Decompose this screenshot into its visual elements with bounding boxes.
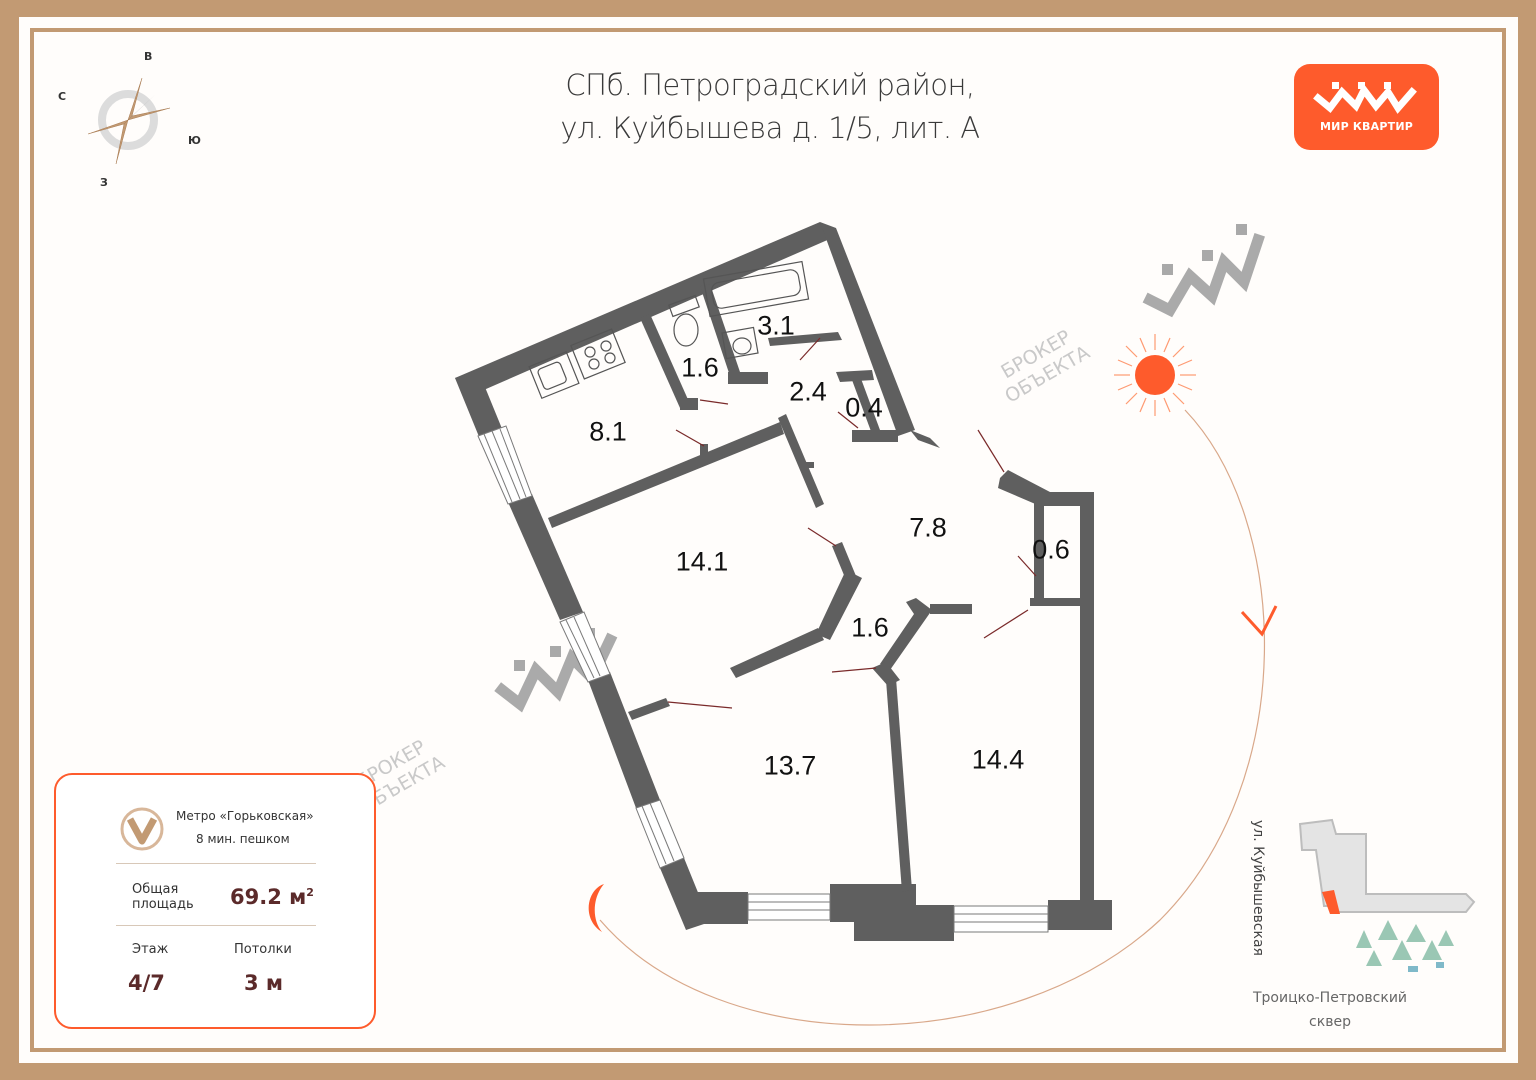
area-value: 69.2 м2 xyxy=(230,885,314,909)
apartment-info-card: Метро «Горьковская» 8 мин. пешком Общая … xyxy=(54,773,376,1029)
wall-closet-a-bottom xyxy=(852,430,898,442)
wall-hall-diag-1 xyxy=(832,542,856,580)
ceiling-value: 3 м xyxy=(244,971,284,995)
wall-top xyxy=(455,222,832,396)
wall-left-2 xyxy=(508,494,583,620)
window-bedroom1-bottom xyxy=(747,893,831,921)
floor-label: Этаж xyxy=(132,942,169,957)
kitchen-sink-icon xyxy=(528,350,580,400)
room-area-living-room: 14.1 xyxy=(675,546,729,577)
logo-mark-icon xyxy=(1313,82,1417,114)
address-line-2: ул. Куйбышева д. 1/5, лит. А xyxy=(560,111,980,145)
sun-icon xyxy=(1114,334,1196,416)
stove-icon xyxy=(570,328,626,380)
room-area-bathroom: 3.1 xyxy=(757,310,795,341)
wall-hall-living xyxy=(730,628,824,678)
street-label: ул. Куйбышевская xyxy=(1249,820,1266,956)
room-area-kitchen: 8.1 xyxy=(589,416,627,447)
metro-icon xyxy=(120,807,164,851)
location-map xyxy=(1298,818,1476,972)
window-bedroom2-bottom xyxy=(953,905,1049,933)
door-swings xyxy=(667,337,1037,709)
park-label: Троицко-Петровский сквер xyxy=(1160,986,1500,1034)
wall-toilet-left xyxy=(640,314,690,408)
wall-right xyxy=(1080,492,1094,912)
wall-closet-a-right xyxy=(852,376,880,434)
address-line-1: СПб. Петроградский район, xyxy=(565,68,975,102)
logo-caption: МИР КВАРТИР xyxy=(1320,120,1413,133)
address-title: СПб. Петроградский район, ул. Куйбышева … xyxy=(470,64,1070,150)
room-area-hallway: 1.6 xyxy=(851,612,889,643)
wall-toilet-right xyxy=(700,284,740,376)
window-bedroom1-side xyxy=(635,799,685,869)
metro-name: Метро «Горьковская» xyxy=(176,809,314,823)
wall-left-1 xyxy=(455,370,505,444)
ceiling-label: Потолки xyxy=(234,942,292,957)
wall-bath-lower xyxy=(768,332,842,346)
wall-corridor-stub xyxy=(800,462,814,468)
area-label-line-1: Общая xyxy=(132,882,179,897)
park-label-line-2: сквер xyxy=(1309,1014,1351,1030)
wall-right-upper xyxy=(820,222,915,436)
wall-closet-b-bottom xyxy=(1030,598,1082,606)
wall-small-hall xyxy=(910,430,940,448)
windows xyxy=(477,425,1049,933)
wall-kitchen-bump xyxy=(700,444,708,456)
wall-left-3 xyxy=(588,672,660,808)
park-label-line-1: Троицко-Петровский xyxy=(1252,990,1408,1006)
compass-label-east: Ю xyxy=(188,134,201,147)
room-area-toilet: 1.6 xyxy=(681,352,719,383)
info-separator-1 xyxy=(116,863,316,864)
wall-hall-diag-3 xyxy=(880,598,932,670)
watermark-logo-icon xyxy=(1142,224,1265,318)
park-trees-icon xyxy=(1356,920,1454,966)
compass-label-north: В xyxy=(144,50,153,63)
room-area-closet-a: 0.4 xyxy=(845,392,883,423)
area-label-line-2: площадь xyxy=(132,897,194,912)
room-area-bedroom-2: 14.4 xyxy=(971,744,1025,775)
wall-hall-top xyxy=(930,604,972,614)
sink-icon xyxy=(721,326,759,360)
company-logo: МИР КВАРТИР xyxy=(1294,64,1439,150)
apartment-location-marker xyxy=(1322,890,1340,914)
wall-kitchen-living xyxy=(548,422,784,528)
fixtures xyxy=(528,260,810,400)
window-living xyxy=(559,611,611,683)
wall-corridor-vert xyxy=(778,414,824,508)
floor-plan-walls xyxy=(455,222,1112,941)
wall-bedroom1-top xyxy=(628,698,670,720)
window-kitchen xyxy=(477,425,533,505)
toilet-icon xyxy=(673,313,699,347)
wall-bottom-3 xyxy=(854,905,954,941)
room-area-hall: 7.8 xyxy=(909,512,947,543)
floor-value: 4/7 xyxy=(128,971,165,995)
moon-icon xyxy=(588,884,604,932)
wall-bottom-1 xyxy=(686,892,748,924)
room-area-closet-b: 0.6 xyxy=(1032,534,1070,565)
metro-walk-time: 8 мин. пешком xyxy=(196,832,290,846)
room-area-bedroom-1: 13.7 xyxy=(763,750,817,781)
area-unit-superscript: 2 xyxy=(306,886,314,899)
wall-bedroom-divider xyxy=(886,678,912,892)
area-value-number: 69.2 м xyxy=(230,885,307,909)
wall-closet-b-left xyxy=(1034,500,1044,600)
compass-rose-icon xyxy=(87,77,171,165)
wall-right-top xyxy=(998,470,1094,506)
building-outline xyxy=(1298,818,1476,913)
compass-label-south: З xyxy=(100,176,108,189)
wall-hall-diag-2 xyxy=(816,570,862,640)
bathtub-icon xyxy=(702,260,810,318)
wall-toilet-bottom-a xyxy=(680,398,698,410)
info-separator-2 xyxy=(116,925,316,926)
wall-closet-a-left xyxy=(836,370,874,382)
room-area-corridor-small: 2.4 xyxy=(789,376,827,407)
wall-bath-bottom xyxy=(728,372,768,384)
compass-label-west: С xyxy=(58,90,67,103)
